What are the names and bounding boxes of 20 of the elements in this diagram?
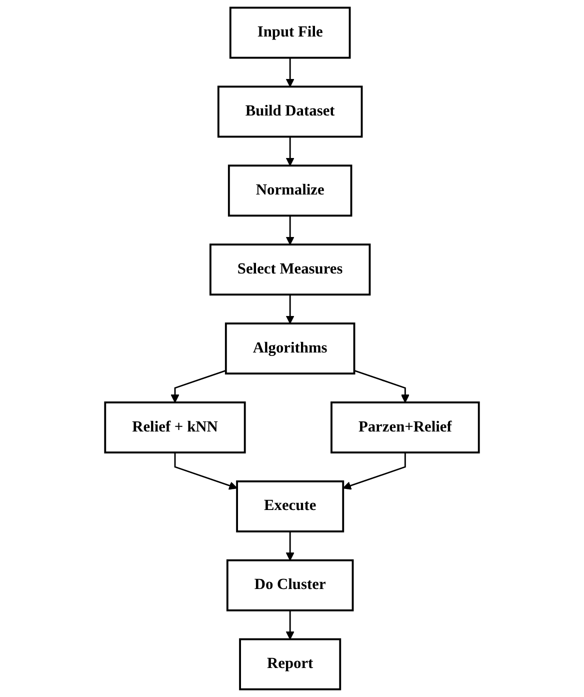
node-box: Parzen+Relief	[330, 401, 480, 454]
node-box: Input File	[229, 6, 351, 59]
node-box: Execute	[236, 480, 344, 532]
arrow	[286, 136, 294, 166]
arrow	[354, 370, 410, 403]
arrow	[286, 610, 294, 640]
arrow	[286, 531, 294, 561]
arrow	[286, 216, 294, 245]
node-box: Do Cluster	[226, 559, 354, 612]
node-box: Build Dataset	[217, 86, 363, 138]
node-box: Relief + kNN	[104, 401, 246, 454]
arrow	[170, 370, 226, 403]
node-box: Report	[239, 638, 342, 690]
node-box: Select Measures	[209, 244, 371, 296]
arrow	[286, 58, 294, 88]
arrow	[286, 294, 294, 324]
arrow	[174, 452, 238, 490]
arrow	[342, 452, 406, 490]
node-box: Normalize	[228, 164, 352, 217]
node-box: Algorithms	[224, 322, 356, 374]
